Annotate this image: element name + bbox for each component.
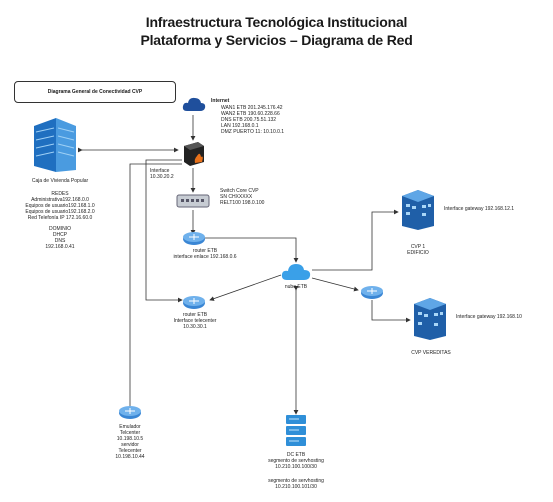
dc-etb-label: DC ETB segmento de servhosting 10.210.10… <box>268 452 324 470</box>
internet-cloud-icon <box>182 97 206 111</box>
veredas-interface-label: Interface gateway 192.168.10 <box>456 314 522 320</box>
link-nube-telecenter <box>209 274 282 301</box>
cvp-veredas-label: CVP VEREDITAS <box>411 350 451 356</box>
firewall-icon <box>184 142 204 166</box>
cvp1-label: CVP 1 EDIFICIO <box>407 244 429 256</box>
caja-label: Caja de Vivienda Popular <box>31 178 89 184</box>
nube-etb-cloud-icon <box>281 264 311 280</box>
internet-details: WAN1 ETB 201.245.176.42 WAN2 ETB 190.60.… <box>221 105 284 135</box>
link-nube-cvp1 <box>312 209 399 271</box>
internet-detail: WAN2 ETB 190.60.228.66 <box>221 111 280 117</box>
cvp1-building-icon <box>402 190 434 230</box>
building-icon <box>34 118 76 172</box>
dc-etb-server-icon <box>286 415 306 446</box>
router-telecenter-icon <box>183 296 205 309</box>
link-nube-routerright <box>311 277 359 292</box>
link-router-nube <box>204 237 299 263</box>
internet-detail: DNS ETB 200.75.51.132 <box>221 117 277 123</box>
cvp-veredas-building-icon <box>414 298 446 340</box>
legend-box: Diagrama General de Conectividad CVP <box>14 81 176 103</box>
router-etb-label: router ETB interface enlace 192.168.0.6 <box>173 248 237 260</box>
dc-etb-footer-label: segmento de servhosting 10.210.100.101/3… <box>268 478 324 490</box>
title-line-1: Infraestructura Tecnológica Instituciona… <box>145 14 408 30</box>
router-etb-icon <box>183 232 205 245</box>
emulador-router-icon <box>119 406 141 419</box>
switch-core-icon <box>176 194 210 208</box>
redes-label: REDES Administrativa192.168.0.0 Equipos … <box>25 191 95 221</box>
link-firewall-emulador <box>127 163 182 413</box>
emulador-label: Emulador Telcenter 10.198.10.5 servidor … <box>115 424 145 460</box>
link-router-veredas <box>371 300 411 323</box>
internet-detail: WAN1 ETB 201.245.176.42 <box>221 105 283 111</box>
router-telecenter-label: router ETB Interface telecenter 10.30.30… <box>173 312 217 330</box>
title-line-2: Plataforma y Servicios – Diagrama de Red <box>140 32 413 48</box>
link-firewall-telecenter <box>145 159 183 303</box>
dominio-label: DOMINIO DHCP DNS 192.168.0.41 <box>45 226 75 250</box>
nube-etb-label: nube ETB <box>284 284 308 290</box>
firewall-interface-label: Interface 10.30.20.2 <box>150 168 174 180</box>
internet-label: Internet <box>211 98 230 104</box>
switch-core-label: Switch Core CVP SN CHXXXXX RELT100 198.0… <box>220 188 265 206</box>
router-right-icon <box>361 286 383 299</box>
internet-detail: DMZ PUERTO 11: 10.10.0.1 <box>221 129 285 135</box>
cvp1-interface-label: Interface gateway 192.168.12.1 <box>444 206 515 212</box>
internet-detail: LAN 192.168.0.1 <box>221 123 259 129</box>
